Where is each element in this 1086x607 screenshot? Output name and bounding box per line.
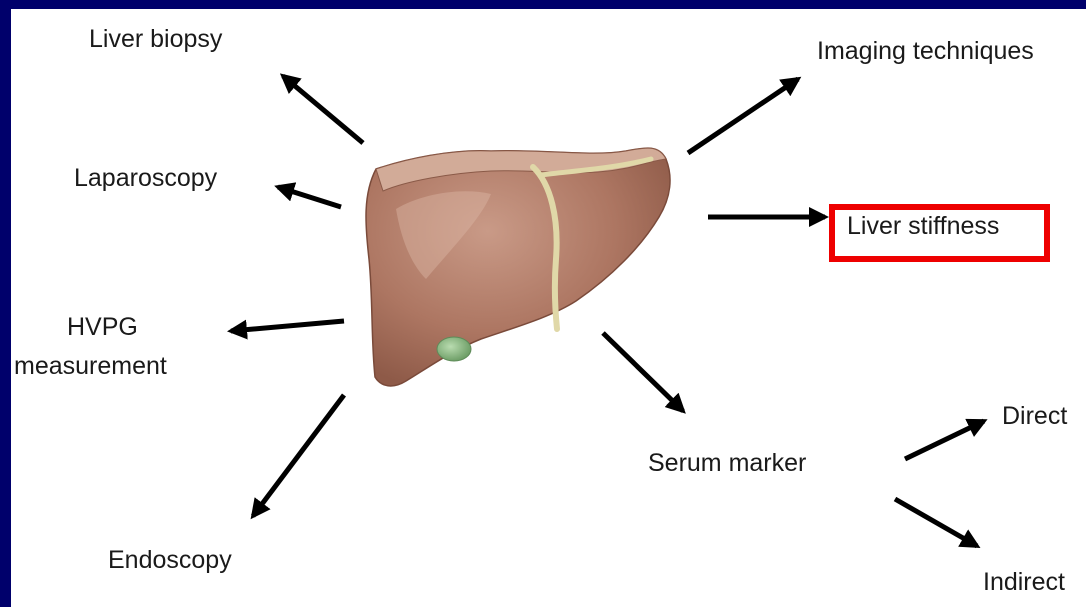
label-direct: Direct [1002, 404, 1067, 429]
diagram-canvas [11, 9, 1086, 607]
label-imaging-techniques: Imaging techniques [817, 39, 1034, 64]
arrow-imaging [688, 79, 798, 153]
diagram-panel: Liver biopsy Laparoscopy HVPG measuremen… [11, 9, 1086, 607]
arrows [231, 76, 984, 546]
label-liver-biopsy: Liver biopsy [89, 27, 222, 52]
label-measurement: measurement [14, 354, 167, 379]
arrow-direct [905, 421, 984, 459]
label-hvpg: HVPG [67, 315, 138, 340]
arrow-hvpg [231, 321, 344, 331]
arrow-serum-marker [603, 333, 683, 411]
label-endoscopy: Endoscopy [108, 548, 232, 573]
liver-body [366, 148, 670, 386]
liver-illustration [366, 148, 670, 386]
arrow-laparoscopy [278, 187, 341, 207]
arrow-endoscopy [253, 395, 344, 516]
label-serum-marker: Serum marker [648, 451, 806, 476]
arrow-liver-biopsy [283, 76, 363, 143]
label-liver-stiffness: Liver stiffness [847, 214, 999, 239]
label-laparoscopy: Laparoscopy [74, 166, 217, 191]
label-indirect: Indirect [983, 570, 1065, 595]
arrow-indirect [895, 499, 977, 546]
gallbladder [437, 337, 471, 361]
